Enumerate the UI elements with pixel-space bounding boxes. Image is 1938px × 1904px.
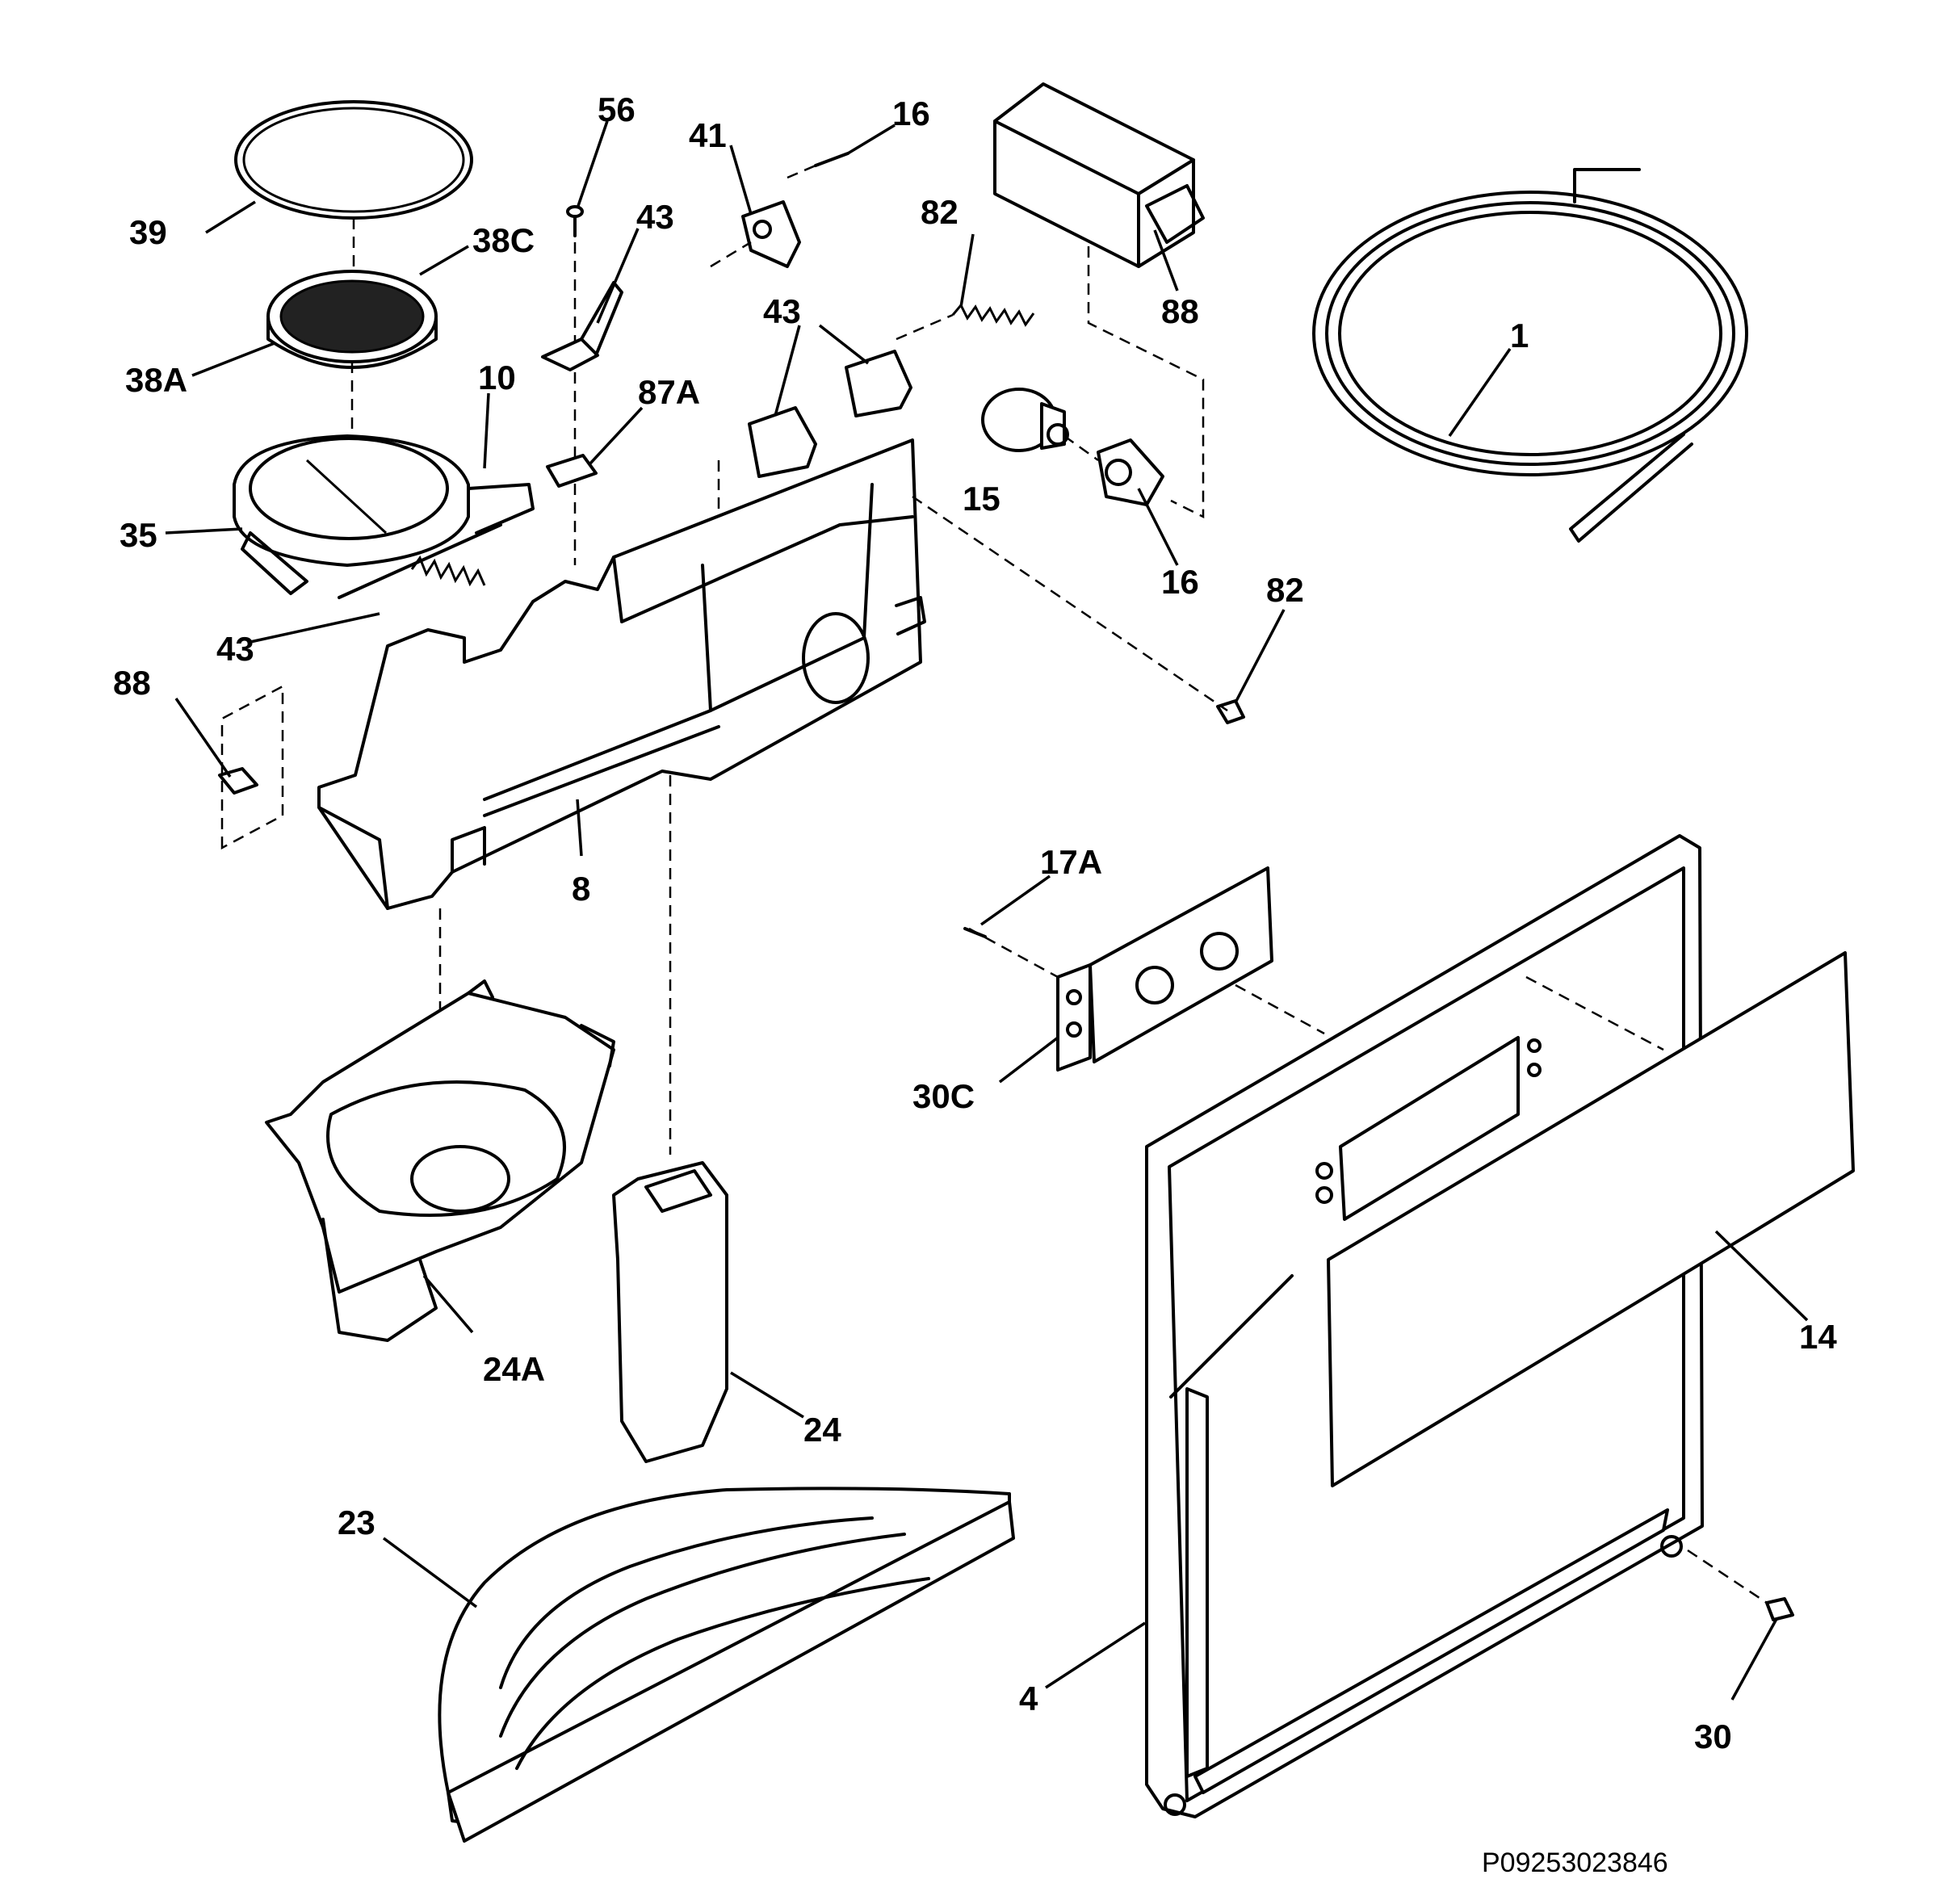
callout-8: 8: [572, 870, 590, 908]
part-88-module-box: [993, 82, 1205, 268]
callout-38a: 43: [763, 292, 801, 330]
part-15-light-bulb: [981, 388, 1069, 452]
callout-23: 23: [338, 1503, 375, 1541]
callout-39: 43: [216, 630, 254, 668]
callout-88: 88: [1161, 292, 1199, 330]
callout-30: 35: [120, 516, 157, 554]
callout-4: 4: [1019, 1680, 1038, 1717]
part-17a-screw: [963, 927, 987, 938]
callout-43-top: 56: [598, 90, 636, 128]
callout-1: 1: [1510, 317, 1529, 354]
part-1-water-tube-coil: [1312, 168, 1748, 543]
callout-82: 30: [1694, 1717, 1732, 1755]
callout-17: 16: [892, 94, 930, 132]
callout-87: 87A: [638, 373, 700, 411]
part-41-bracket: [541, 281, 623, 371]
callout-15: 15: [963, 480, 1000, 518]
part-38a-switch-right: [845, 350, 912, 417]
part-30c-gasket-ring: [234, 100, 473, 220]
callout-43-right: 82: [1266, 571, 1304, 609]
part-39-spring: [338, 523, 502, 599]
callout-38c: 30C: [912, 1077, 975, 1115]
drawing-code: P09253023846: [1482, 1847, 1668, 1878]
part-35-switch: [741, 200, 801, 268]
part-43-screw-right: [1216, 699, 1245, 724]
callout-30a: 38A: [125, 361, 187, 399]
part-16-lamp-socket: [1097, 438, 1164, 506]
callout-87a: 88: [113, 664, 151, 702]
part-82-screw: [1765, 1597, 1794, 1621]
part-23-drip-tray: [438, 1487, 1015, 1843]
part-17-screw: [787, 152, 849, 179]
callout-56: 82: [921, 193, 959, 231]
callout-24a: 24A: [483, 1350, 545, 1388]
part-24a-ice-chute: [265, 979, 615, 1342]
part-30-filter-housing: [233, 434, 535, 595]
callout-14: 14: [1799, 1318, 1837, 1356]
part-87-clip: [546, 454, 598, 488]
callout-41: 43: [636, 198, 674, 236]
part-14-front-panel: [1327, 951, 1855, 1487]
part-8-dispenser-housing: [317, 438, 926, 910]
callout-30b: 38C: [472, 221, 535, 259]
part-87a-clip: [218, 684, 284, 850]
part-38c-switch-bracket: [1056, 866, 1273, 1072]
callout-16: 16: [1161, 563, 1199, 601]
callout-35: 41: [689, 116, 727, 154]
leader-lines: [165, 120, 1809, 1701]
callout-10: 10: [478, 359, 516, 396]
part-24-door-flap: [612, 1161, 728, 1463]
callout-17a: 17A: [1040, 843, 1102, 881]
part-38a-switch-left: [748, 406, 817, 478]
callout-30c: 39: [129, 213, 167, 251]
callout-24: 24: [803, 1411, 841, 1449]
callout-labels: 39 38C 38A 10 35 43 56 43 87A 88 41 16 8…: [113, 90, 1837, 1878]
part-56-spring: [951, 303, 1035, 327]
part-30a-30b-filter: [266, 270, 438, 369]
part-43-screw-top: [566, 205, 584, 237]
